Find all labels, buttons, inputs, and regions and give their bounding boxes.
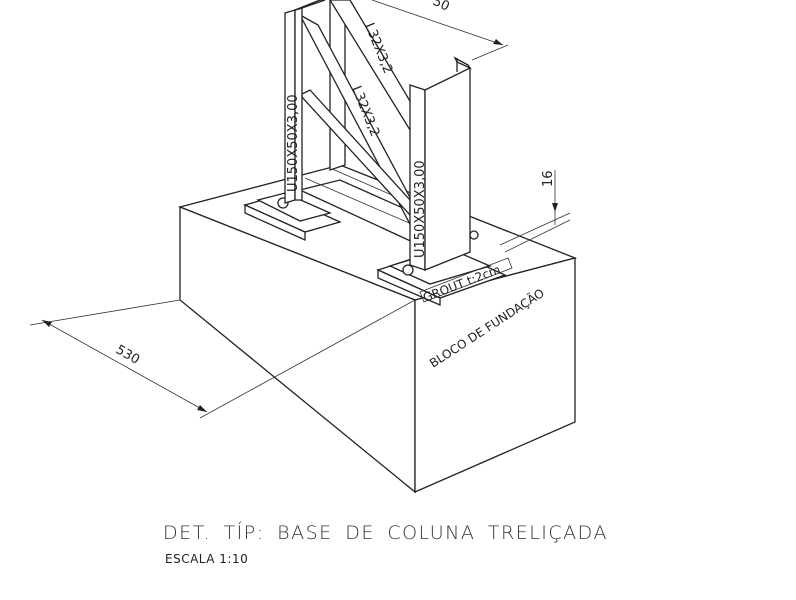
column-right-label: U150X50X3,00 [413,160,428,258]
dimension-top: 50 [371,0,509,61]
dimension-530-label: 530 [113,342,142,367]
dimension-16-label: 16 [541,170,556,187]
dimension-16: 16 [499,170,571,253]
drawing-title: DET. TÍP: BASE DE COLUNA TRELIÇADA [163,522,608,544]
column-left: U150X50X3,00 [284,0,326,204]
dimension-top-label: 50 [430,0,451,15]
column-right: U150X50X3,00 [409,56,472,271]
drawing-scale: ESCALA 1:10 [165,552,249,566]
base-plate-left [243,192,342,242]
column-left-label: U150X50X3,00 [286,94,301,192]
